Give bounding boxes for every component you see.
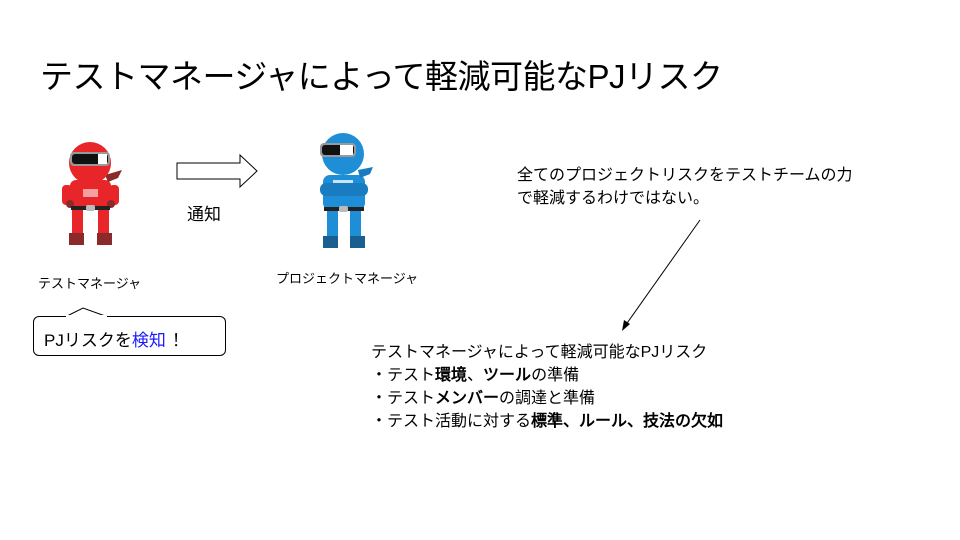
item-bold: 環境 — [435, 367, 468, 384]
notify-label: 通知 — [187, 205, 221, 224]
item-separator: 、 — [467, 367, 484, 384]
red-ranger-icon — [62, 142, 122, 245]
test-manager-label: テストマネージャ — [38, 276, 142, 291]
list-item: ・テスト活動に対する標準、ルール、技法の欠如 — [371, 410, 723, 433]
list-item: ・テストメンバーの調達と準備 — [371, 387, 723, 410]
note-line-1: 全てのプロジェクトリスクをテストチームの力 — [517, 167, 853, 184]
item-bold: 技法の欠如 — [643, 413, 724, 430]
slide-title: テストマネージャによって軽減可能なPJリスク — [40, 58, 723, 95]
item-bold: メンバー — [435, 390, 500, 407]
item-suffix: の準備 — [531, 367, 580, 384]
item-bold: 標準、ルール — [531, 413, 628, 430]
note-line-2: で軽減するわけではない。 — [517, 190, 710, 207]
project-manager-label: プロジェクトマネージャ — [276, 271, 419, 286]
list-item: ・テスト環境、ツールの準備 — [371, 364, 723, 387]
item-prefix: ・テスト — [371, 367, 436, 384]
blue-ranger-icon — [320, 133, 373, 248]
pointer-arrow-icon — [622, 219, 701, 331]
mitigable-risk-list: テストマネージャによって軽減可能なPJリスク ・テスト環境、ツールの準備 ・テス… — [371, 341, 723, 433]
callout-pointer-icon — [64, 307, 109, 318]
callout-highlight: 検知 — [131, 331, 166, 350]
item-prefix: ・テスト — [371, 390, 436, 407]
callout-pointer-gap — [66, 315, 107, 318]
item-suffix: の調達と準備 — [499, 390, 596, 407]
callout-suffix: ！ — [171, 331, 189, 350]
note-text: 全てのプロジェクトリスクをテストチームの力 で軽減するわけではない。 — [517, 164, 853, 210]
speech-callout: PJリスクを検知 ！ — [33, 316, 226, 356]
list-heading: テストマネージャによって軽減可能なPJリスク — [371, 344, 708, 361]
notify-arrow-icon — [176, 153, 258, 189]
item-separator: 、 — [627, 413, 644, 430]
item-bold: ツール — [483, 367, 532, 384]
item-prefix: ・テスト活動に対する — [371, 413, 532, 430]
callout-prefix: PJリスクを — [44, 331, 132, 350]
